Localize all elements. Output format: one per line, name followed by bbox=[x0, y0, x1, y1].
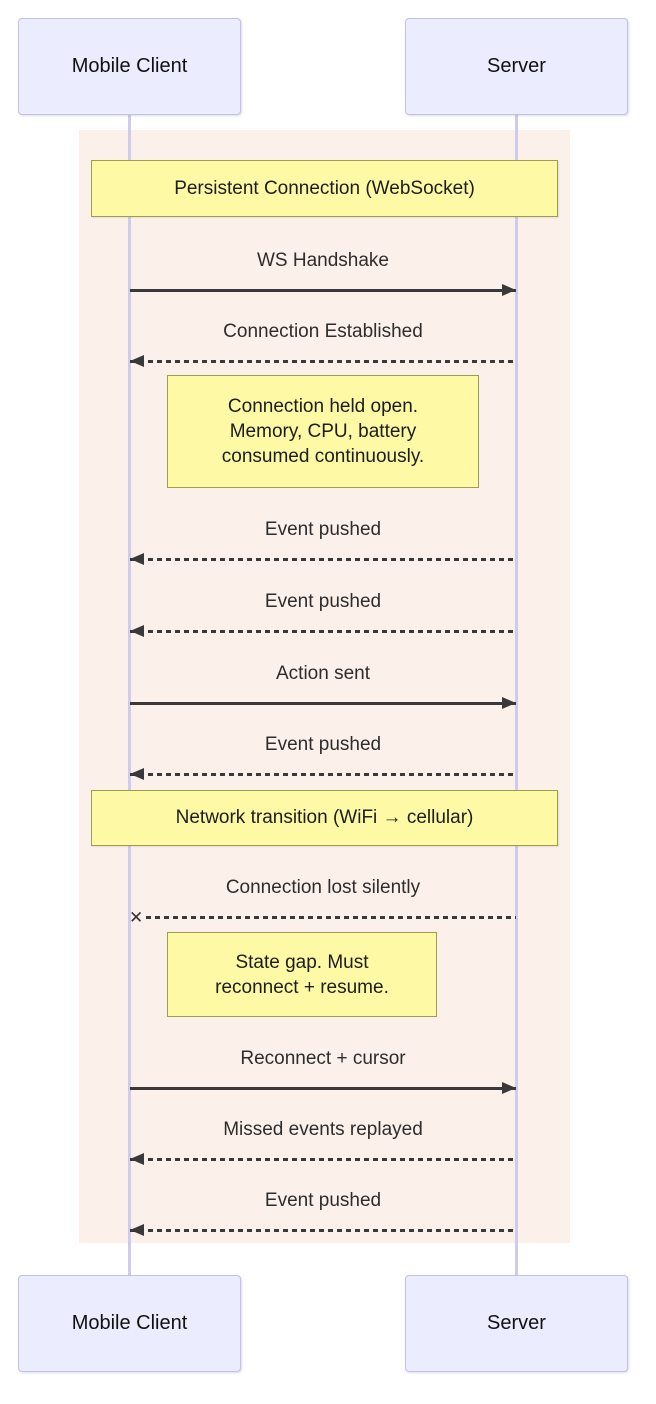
message-label: Action sent bbox=[276, 663, 370, 684]
arrowhead-left-icon bbox=[130, 768, 144, 780]
message-line bbox=[130, 630, 516, 633]
message-line bbox=[130, 558, 516, 561]
actor-label: Server bbox=[487, 1312, 546, 1334]
note-line: Connection held open. bbox=[227, 396, 419, 417]
note-line: consumed continuously. bbox=[221, 446, 425, 467]
activation-background bbox=[79, 130, 570, 1243]
divider-label: Persistent Connection (WebSocket) bbox=[174, 177, 475, 199]
divider-network-transition: Network transition (WiFi → cellular) bbox=[91, 790, 558, 846]
actor-server-bottom: Server bbox=[405, 1275, 628, 1372]
arrowhead-left-icon bbox=[130, 625, 144, 637]
message-label: Connection lost silently bbox=[225, 877, 421, 898]
message-label: WS Handshake bbox=[256, 250, 389, 271]
message-label: Event pushed bbox=[264, 591, 382, 612]
message-line bbox=[130, 1229, 516, 1232]
arrowhead-right-icon bbox=[502, 697, 516, 709]
message-label: Event pushed bbox=[264, 1190, 382, 1211]
lifeline-server bbox=[515, 115, 518, 1276]
message-line bbox=[130, 1158, 516, 1161]
actor-label: Mobile Client bbox=[71, 1312, 188, 1334]
message-line bbox=[130, 702, 516, 705]
message-line bbox=[130, 773, 516, 776]
divider-persistent-connection: Persistent Connection (WebSocket) bbox=[91, 160, 558, 217]
arrowhead-left-icon bbox=[130, 1153, 144, 1165]
message-line bbox=[130, 360, 516, 363]
note-connection-held-open: Connection held open. Memory, CPU, batte… bbox=[167, 375, 479, 488]
message-label: Event pushed bbox=[264, 519, 382, 540]
arrowhead-right-icon bbox=[502, 1082, 516, 1094]
message-label: Event pushed bbox=[264, 734, 382, 755]
arrowhead-left-icon bbox=[130, 1224, 144, 1236]
message-label: Missed events replayed bbox=[223, 1119, 423, 1140]
message-label: Connection Established bbox=[223, 321, 423, 342]
arrowhead-left-icon bbox=[130, 553, 144, 565]
note-line: State gap. Must bbox=[235, 951, 369, 973]
note-state-gap: State gap. Must reconnect + resume. bbox=[167, 932, 437, 1017]
actor-label: Mobile Client bbox=[71, 55, 188, 77]
actor-server-top: Server bbox=[405, 18, 628, 115]
divider-label: Network transition (WiFi → cellular) bbox=[175, 807, 474, 828]
note-line: Memory, CPU, battery bbox=[229, 421, 417, 442]
lost-message-x-icon: ✕ bbox=[129, 908, 144, 927]
arrowhead-right-icon bbox=[502, 284, 516, 296]
actor-mobile-client-bottom: Mobile Client bbox=[18, 1275, 241, 1372]
actor-mobile-client-top: Mobile Client bbox=[18, 18, 241, 115]
actor-label: Server bbox=[487, 55, 546, 77]
message-line bbox=[130, 289, 516, 292]
message-line bbox=[130, 1087, 516, 1090]
message-label: Reconnect + cursor bbox=[240, 1048, 406, 1069]
arrowhead-left-icon bbox=[130, 355, 144, 367]
lifeline-mobile-client bbox=[128, 115, 131, 1276]
note-line: reconnect + resume. bbox=[215, 976, 389, 998]
message-line bbox=[146, 916, 516, 919]
